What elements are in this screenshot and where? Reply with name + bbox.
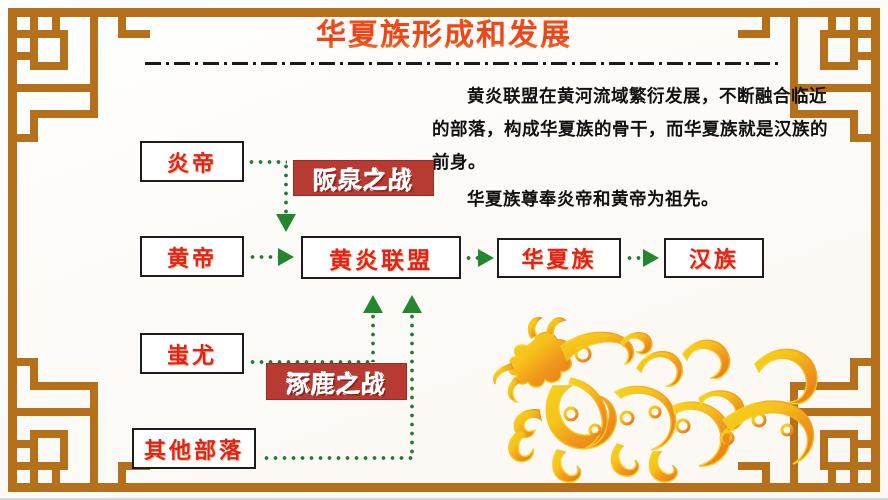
arrow-alliance-to-huaxia bbox=[478, 249, 494, 267]
connector-chiyou-vertical bbox=[371, 312, 375, 362]
connector-yandi-horizontal bbox=[247, 160, 287, 164]
connector-chiyou-horizontal bbox=[248, 360, 316, 364]
border-edge-bottom bbox=[150, 483, 738, 492]
flow-node-alliance: 黄炎联盟 bbox=[301, 236, 461, 279]
connector-yandi-vertical bbox=[284, 162, 288, 218]
connector-alliance-to-huaxia bbox=[464, 256, 481, 260]
arrow-yandi-to-alliance bbox=[276, 214, 296, 232]
paragraph-line-1: 黄炎联盟在黄河流域繁衍发展，不断融合临近的部落，构成华夏族的骨干，而华夏族就是汉… bbox=[432, 86, 828, 172]
connector-other-horizontal bbox=[262, 456, 414, 460]
flow-node-yandi: 炎帝 bbox=[140, 141, 244, 182]
flow-node-han: 汉族 bbox=[664, 238, 764, 278]
border-edge-left bbox=[8, 150, 17, 350]
flow-node-other-tribes: 其他部落 bbox=[132, 428, 256, 469]
battle-label-banquan: 阪泉之战 bbox=[293, 160, 434, 196]
connector-huaxia-to-han bbox=[625, 256, 644, 260]
connector-chiyou-horizontal-2 bbox=[318, 360, 374, 364]
arrow-huaxia-to-han bbox=[643, 249, 659, 267]
border-edge-right bbox=[871, 150, 880, 350]
paragraph-line-2: 华夏族尊奉炎帝和黄帝为祖先。 bbox=[467, 189, 719, 209]
connector-other-vertical bbox=[410, 312, 414, 458]
bottom-hairline bbox=[0, 498, 888, 500]
description-paragraph: 黄炎联盟在黄河流域繁衍发展，不断融合临近的部落，构成华夏族的骨干，而华夏族就是汉… bbox=[432, 80, 832, 216]
flow-node-chiyou: 蚩尤 bbox=[140, 333, 244, 374]
flow-node-huaxia: 华夏族 bbox=[497, 238, 621, 278]
border-edge-top bbox=[150, 8, 738, 17]
chinese-dragon-icon bbox=[493, 317, 818, 483]
chinese-fret-border-icon bbox=[0, 0, 150, 150]
dash-dot-divider-icon bbox=[145, 62, 782, 65]
flow-node-huangdi: 黄帝 bbox=[140, 236, 244, 277]
battle-label-zhuolu: 涿鹿之战 bbox=[266, 363, 407, 400]
arrow-other-to-alliance bbox=[402, 295, 422, 313]
page-title: 华夏族形成和发展 bbox=[0, 10, 888, 54]
chinese-fret-border-icon bbox=[0, 350, 150, 500]
arrow-chiyou-to-alliance bbox=[363, 295, 383, 313]
connector-huangdi-to-alliance bbox=[248, 255, 278, 259]
arrow-huangdi-to-alliance bbox=[278, 248, 294, 266]
